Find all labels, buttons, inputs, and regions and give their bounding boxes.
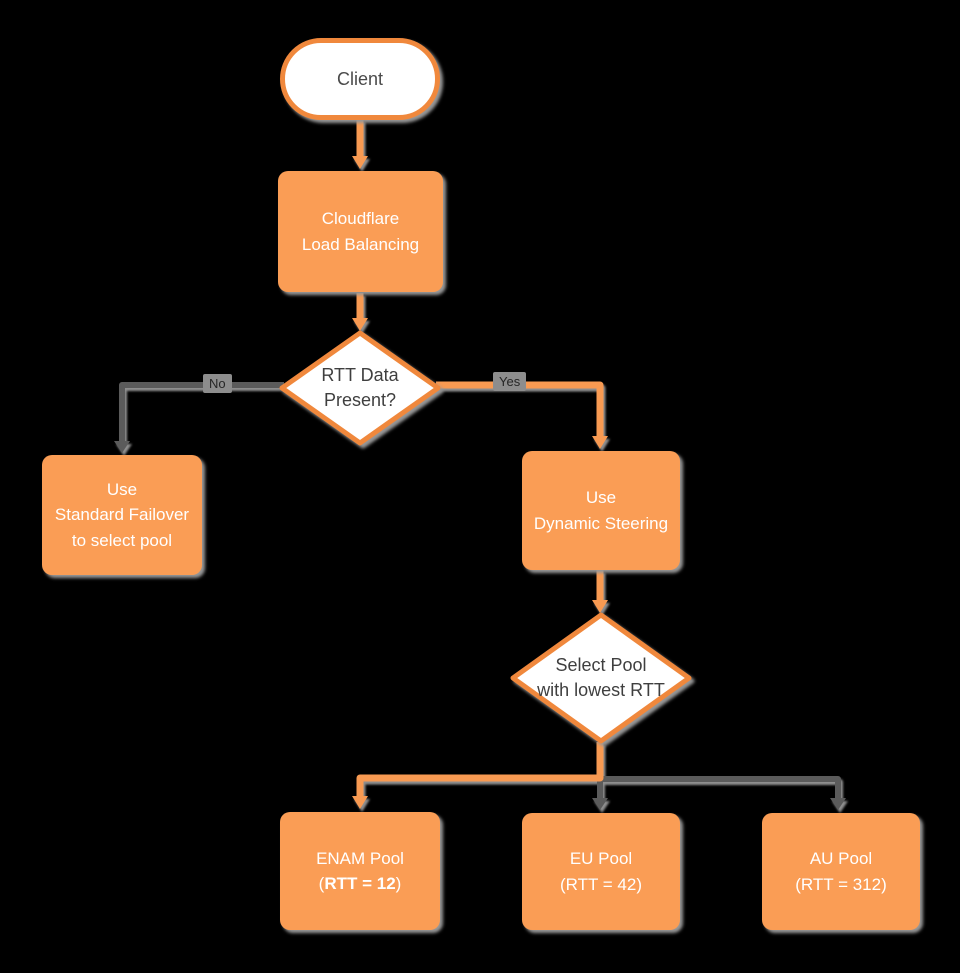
enam-rtt-value: RTT = 12 [324, 874, 396, 893]
node-au-pool: AU Pool (RTT = 312) [762, 813, 920, 930]
arrowhead-enam-pool [352, 796, 368, 809]
enam-paren-open: ( [318, 874, 325, 893]
arrowhead-rtt-decision [352, 318, 368, 331]
arrowhead-dynamic-steering [592, 436, 608, 449]
node-dynamic-steering-line2: Dynamic Steering [533, 513, 669, 533]
edge-selectpool-to-au [597, 742, 841, 799]
node-au-pool-line1: AU Pool [809, 849, 873, 868]
edge-label-no: No [203, 374, 232, 393]
node-select-pool-line2: with lowest RTT [537, 680, 665, 700]
arrowhead-loadbalancer [352, 156, 368, 169]
node-eu-pool: EU Pool (RTT = 42) [522, 813, 680, 930]
node-eu-pool-line2: (RTT = 42) [559, 874, 643, 894]
node-enam-pool-line1: ENAM Pool [316, 848, 404, 868]
node-dynamic-steering: Use Dynamic Steering [522, 451, 680, 570]
node-standard-failover-line3: to select pool [71, 530, 173, 550]
rtt-decision-diamond-shape [279, 330, 441, 446]
node-enam-pool: ENAM Pool (RTT = 12) [280, 812, 440, 930]
node-select-pool: Select Pool with lowest RTT [509, 611, 693, 745]
enam-paren-close: ) [395, 874, 402, 893]
node-au-pool-line2: (RTT = 312) [795, 874, 887, 894]
arrowhead-au-pool [830, 798, 846, 810]
node-rtt-decision-line2: Present? [323, 390, 397, 410]
node-load-balancer-line1: Cloudflare [321, 209, 400, 228]
node-standard-failover-line2: Standard Failover [54, 505, 190, 525]
edge-yes-to-dynamic-steering [436, 381, 604, 437]
node-load-balancer-line2: Load Balancing [301, 234, 420, 254]
node-eu-pool-line1: EU Pool [569, 849, 633, 868]
arrowhead-eu-pool [592, 798, 608, 810]
node-standard-failover-line1: Use [106, 479, 138, 499]
node-dynamic-steering-line1: Use [585, 488, 617, 507]
node-rtt-decision: RTT Data Present? [278, 329, 442, 447]
node-client-label: Client [336, 68, 384, 89]
node-load-balancer: Cloudflare Load Balancing [278, 171, 443, 292]
node-select-pool-line1: Select Pool [555, 654, 647, 675]
select-pool-diamond-shape [510, 612, 692, 744]
node-rtt-decision-line1: RTT Data [321, 364, 399, 385]
arrowhead-select-pool [592, 600, 608, 613]
edge-selectpool-to-enam [356, 742, 604, 797]
edge-label-yes: Yes [493, 372, 527, 391]
node-standard-failover: Use Standard Failover to select pool [42, 455, 202, 575]
arrowhead-standard-failover [114, 441, 130, 453]
node-client: Client [280, 38, 440, 120]
node-enam-pool-line2: (RTT = 12) [319, 871, 402, 897]
edge-no-to-standard-failover [119, 382, 284, 442]
